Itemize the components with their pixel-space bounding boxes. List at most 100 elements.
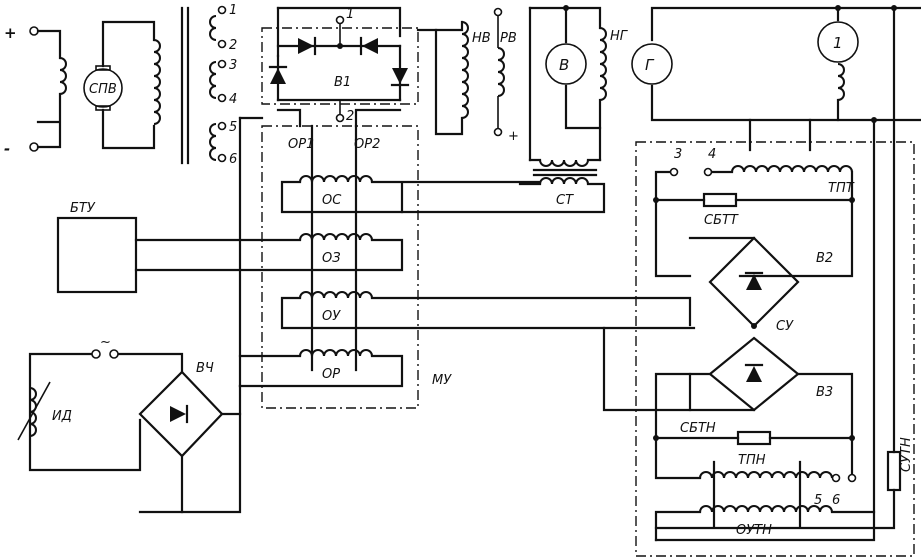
- wire-v-bottom: [564, 84, 602, 130]
- terminal-b1-1: [335, 15, 345, 25]
- wire-oz: [134, 238, 404, 272]
- ng-label: НГ: [610, 29, 629, 44]
- id-variable-arrow: [17, 381, 51, 441]
- minus-terminal: [29, 142, 39, 152]
- g-machine-circle: [631, 43, 673, 85]
- generator-section: Г 1 СУТН: [631, 5, 921, 542]
- oz-label: ОЗ: [322, 251, 341, 266]
- st-label: СТ: [556, 193, 574, 208]
- tpt-label: ТПТ: [828, 181, 855, 196]
- v3-label: В3: [816, 385, 833, 400]
- b1-dashed-box: [261, 27, 419, 105]
- rv-plus-label: +: [508, 129, 519, 144]
- op2-label: ОР2: [354, 137, 380, 152]
- wire-tpt-taps: [748, 118, 812, 152]
- terminal-1: [217, 5, 227, 15]
- mu-section: ОР1 ОР2 ОС ОЗ ОУ ОР МУ: [134, 108, 696, 409]
- terminal-6-label: 6: [229, 152, 237, 167]
- node-4-label: 4: [708, 147, 716, 162]
- outn-coil: [699, 505, 833, 513]
- plus-terminal: [29, 26, 39, 36]
- st-coil-bottom: [539, 177, 589, 185]
- spv-field-coil-left: [59, 57, 67, 95]
- diode-b1-1: [298, 38, 314, 54]
- btu-label: БТУ: [70, 201, 96, 216]
- terminal-4b: [703, 167, 713, 177]
- motor-field-coil: [837, 63, 845, 101]
- spv-section: + - СПВ 1 2 3 4 5 6: [4, 3, 237, 167]
- terminal-b1-2-label: 2: [346, 109, 354, 124]
- su-dashed-box: [635, 141, 915, 557]
- spv-primary-coil: [153, 39, 161, 125]
- sbtn-label: СБТН: [680, 421, 716, 436]
- terminal-3: [217, 59, 227, 69]
- wire-st-in: [518, 158, 602, 186]
- terminal-5: [217, 121, 227, 131]
- bridge-b1-label: В1: [334, 75, 351, 90]
- wire-or-cores: [310, 124, 358, 142]
- v2-diode: [746, 274, 762, 290]
- sutn-resistor: [886, 450, 902, 492]
- wire-v-frame-top: [528, 6, 602, 30]
- exciter-section: НВ РВ + В НГ СТ: [400, 5, 629, 214]
- v-machine-circle: [545, 43, 587, 85]
- sbtt-label: СБТТ: [704, 213, 739, 228]
- wire-nv-bottom: [434, 28, 464, 136]
- wire-v3-sides: [654, 372, 854, 440]
- wire-right-bus: [654, 118, 876, 542]
- wire-plus: [36, 29, 62, 60]
- sbtn-resistor: [736, 430, 772, 446]
- terminal-rv-bottom: [493, 127, 503, 137]
- v3-diode: [746, 366, 762, 382]
- terminal-3-label: 3: [229, 58, 237, 73]
- terminal-2: [217, 39, 227, 49]
- terminal-4: [217, 93, 227, 103]
- sutn-label: СУТН: [899, 437, 914, 472]
- wire-vch-bottom: [180, 384, 242, 514]
- wire-b1-sides: [276, 44, 402, 102]
- wire-tpt-right: [738, 170, 854, 278]
- su-section: 3 4 ТПТ СБТТ В2 СУ В3 СБТН ТПН: [602, 141, 915, 557]
- rv-label: РВ: [500, 31, 517, 46]
- nv-coil: [461, 21, 469, 119]
- tpn-coil: [699, 471, 833, 479]
- v2-label: В2: [816, 251, 833, 266]
- diode-b1-2: [362, 38, 378, 54]
- terminal-3b: [669, 167, 679, 177]
- plus-terminal-sign: +: [4, 24, 17, 42]
- node-su: [751, 323, 757, 329]
- g-machine-label: Г: [645, 56, 655, 74]
- wire-spv-bottom: [101, 108, 156, 150]
- su-label: СУ: [776, 319, 794, 334]
- wire-ou: [280, 296, 696, 330]
- terminal-b1-1-label: 1: [346, 7, 354, 22]
- wire-b1-top: [276, 6, 402, 38]
- wire-outn-left: [654, 510, 702, 542]
- mu-label: МУ: [432, 373, 452, 388]
- wire-tpn-left: [654, 436, 702, 480]
- terminal-5-label: 5: [229, 120, 237, 135]
- ac-tilde-label: ~: [100, 335, 111, 350]
- terminal-6: [217, 153, 227, 163]
- terminal-ac-right: [109, 349, 119, 359]
- terminal-4-label: 4: [229, 92, 237, 107]
- vch-label: ВЧ: [196, 361, 214, 376]
- wire-sutn: [654, 6, 896, 530]
- id-label: ИД: [52, 409, 72, 424]
- tpt-coil: [731, 165, 853, 173]
- winding-oz: [299, 233, 373, 241]
- spv-label: СПВ: [89, 82, 117, 97]
- st-coil-top: [539, 159, 589, 167]
- tpn-label: ТПН: [738, 453, 766, 468]
- minus-terminal-sign: -: [4, 140, 10, 158]
- btu-box: [56, 216, 138, 294]
- terminal-2-label: 2: [229, 38, 237, 53]
- wire-os: [280, 180, 542, 214]
- ou-label: ОУ: [322, 309, 341, 324]
- op1-label: ОР1: [288, 137, 314, 152]
- terminal-6b: [847, 473, 857, 483]
- btu-block: БТУ: [56, 201, 138, 294]
- motor-circle: [817, 21, 859, 63]
- v-machine-label: В: [559, 56, 569, 74]
